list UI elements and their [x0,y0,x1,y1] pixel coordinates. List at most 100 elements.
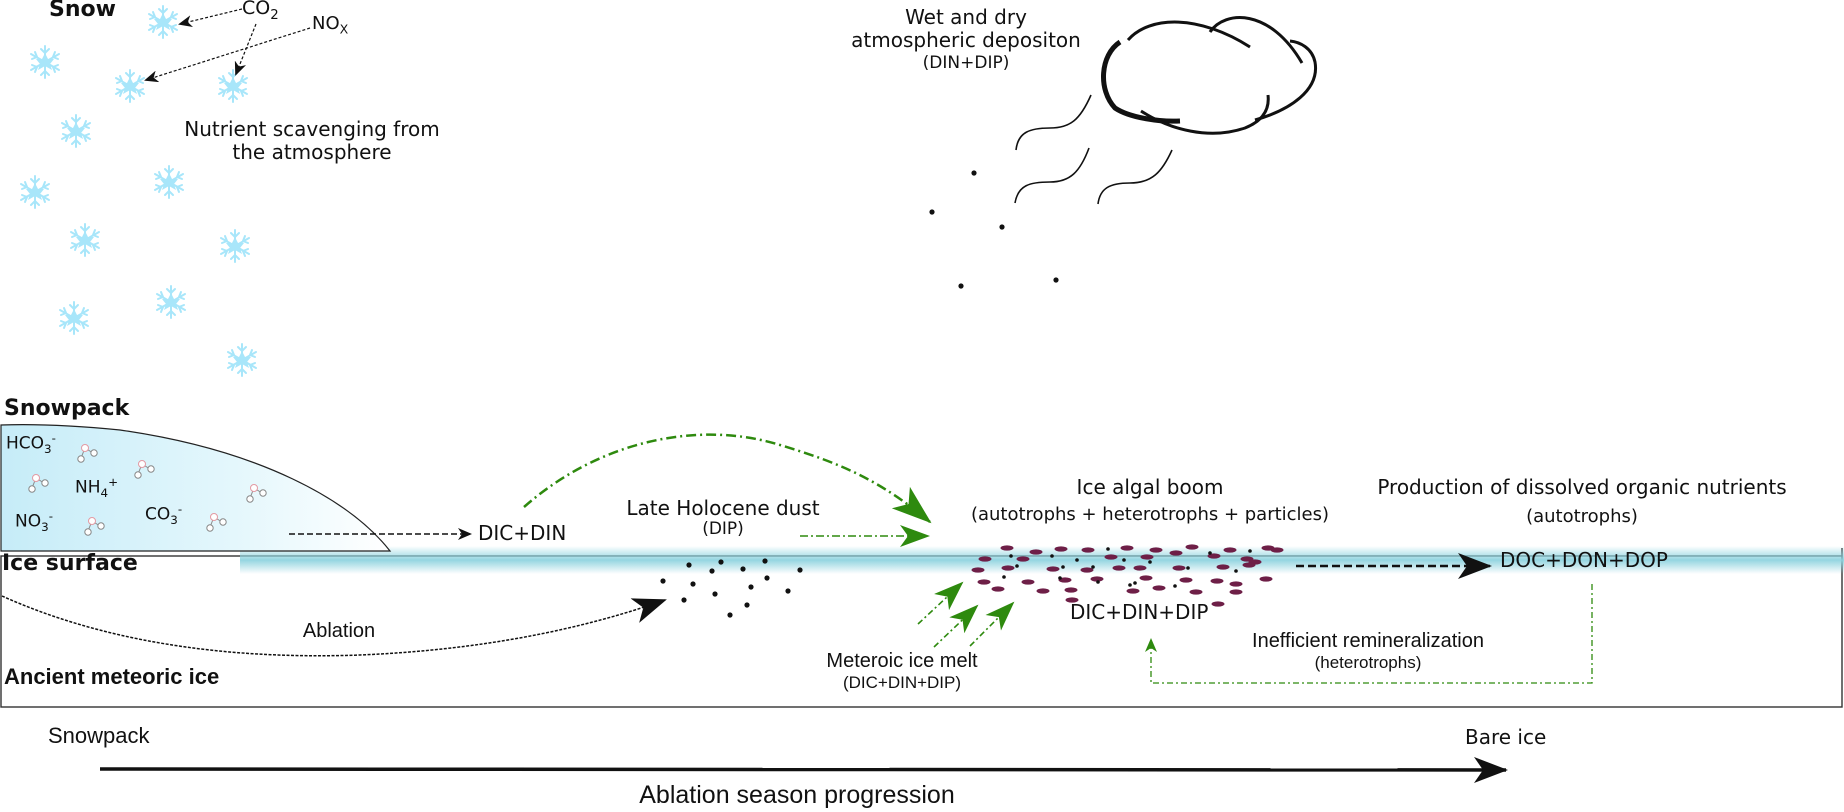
particle-dot [1002,575,1006,579]
particle-dot [1015,564,1019,568]
particle-dot [1133,581,1137,585]
co2-label: CO2 [242,0,279,23]
zone-label-snowpack: Snowpack [4,396,130,421]
snowpack-wedge [0,424,392,552]
algae-cell [1046,566,1060,572]
algae-cell [1021,579,1035,585]
algae-cell [1149,547,1163,553]
algae-cell [1058,577,1072,583]
algae-cell [991,586,1005,592]
algae-cell [1139,575,1153,581]
zone-label-snow: Snow [49,0,116,22]
scavenging-arrows [144,8,311,83]
algae-cell [1172,565,1186,571]
timeline-arrow [99,756,1508,783]
snowflake-icon [156,285,186,319]
algae-cell [1211,601,1225,607]
algae-cell [1080,567,1094,573]
algae-cell [1223,547,1237,553]
dic-din-label: DIC+DIN [478,521,567,545]
timeline-end-label: Bare ice [1465,725,1547,749]
algae-cell [1169,550,1183,556]
algae-cell [1210,578,1224,584]
algae-cell [1029,549,1043,555]
co2-down-arrow [234,23,257,76]
particle-dot [1148,560,1152,564]
algae-cell [1000,545,1014,551]
dust-particles [660,558,803,618]
timeline-start-label: Snowpack [48,723,150,748]
algae-cell [1216,564,1230,570]
snowflake-icon [220,229,250,263]
algae-cells-group [971,544,1284,607]
zone-label-ancient-ice: Ancient meteoric ice [4,664,220,689]
algae-cell [1270,547,1284,553]
algae-cell [1081,547,1095,553]
deposition-particles [929,170,1059,289]
algae-cell [1120,545,1134,551]
algae-cell [1016,556,1030,562]
snowflake-icon [227,343,257,377]
algae-cell [1207,553,1221,559]
particle-dot [1050,554,1054,558]
algae-cell [978,556,992,562]
algae-cell [1112,565,1126,571]
snowflake-icon [59,301,89,335]
organic-products-label: DOC+DON+DOP [1500,548,1668,572]
remineralization-loop-arrow [1145,584,1593,684]
particle-dot [1106,547,1110,551]
deposition-squiggles [1014,94,1173,205]
particle-dot [1075,558,1079,562]
cloud-icon [1101,16,1318,135]
particle-dot [1096,580,1100,584]
algae-cell [1126,588,1140,594]
algae-cell [1242,562,1256,568]
particle-dot [1009,554,1013,558]
algae-cell [1036,588,1050,594]
algae-cell [1179,577,1193,583]
ice-surface-band [240,546,1844,574]
algae-cell [977,579,991,585]
nox-label: NOX [312,13,349,37]
meteoric-melt-arrows [917,581,1015,648]
algae-cell [1001,565,1015,571]
snowflake-icon [70,223,100,257]
particle-dot [1128,583,1132,587]
ion-hco3: HCO3- [6,431,56,457]
din-uptake-arrow [523,433,932,524]
algae-cell [1104,554,1118,560]
co2-to-flake-arrow [178,8,243,28]
ion-nh4: NH4+ [75,475,119,501]
particle-dot [1173,584,1177,588]
ion-no3: NO3- [15,509,53,535]
algae-cell [1189,589,1203,595]
algal-products-label: DIC+DIN+DIP [1070,600,1209,624]
snowflake-icon [218,69,248,103]
particle-dot [1061,565,1065,569]
algae-cell [1229,589,1243,595]
particle-dot [1122,558,1126,562]
algae-cell [1133,565,1147,571]
algae-cell [1185,544,1199,550]
particle-dot [1234,569,1238,573]
algae-cell [1064,587,1078,593]
snowflake-icon [61,114,91,148]
algae-cell [1090,576,1104,582]
algae-cell [1140,554,1154,560]
snowflake-icon [148,5,178,39]
snowflakes-group [20,5,257,377]
algae-cell [1152,585,1166,591]
snowflake-icon [30,45,60,79]
algae-cell [1065,597,1079,603]
snowflake-icon [115,69,145,103]
snowflake-icon [20,175,50,209]
particle-dot [1058,576,1062,580]
particle-dot [1248,549,1252,553]
particle-dot [1091,565,1095,569]
algae-cell [1229,581,1243,587]
particle-dot [1186,566,1190,570]
snowflake-icon [154,165,184,199]
zone-label-ice-surface: Ice surface [2,551,138,576]
algae-cell [1054,546,1068,552]
